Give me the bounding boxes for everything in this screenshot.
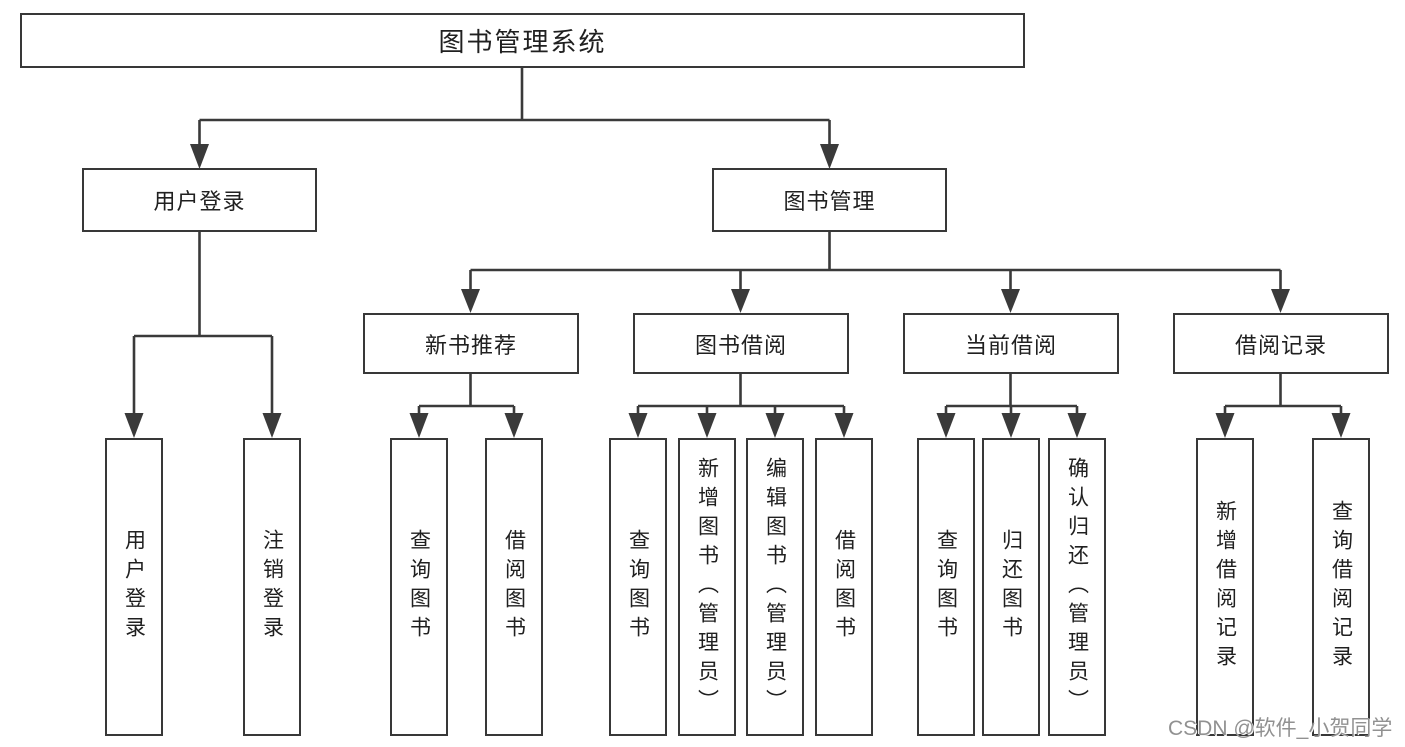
leaf-add-books-admin: 新增图书（管理员）	[678, 438, 736, 736]
arrowhead	[1001, 289, 1020, 313]
leaf-logout: 注销登录	[243, 438, 301, 736]
arrowhead	[124, 413, 144, 438]
node-borrow-records: 借阅记录	[1173, 313, 1389, 374]
connector-mgmt-to-level3	[461, 232, 1290, 313]
connector-root-to-level2	[190, 68, 839, 169]
connector-login-to-leaves	[124, 232, 282, 438]
node-user-login: 用户登录	[82, 168, 317, 232]
arrowhead	[936, 413, 956, 438]
leaf-newbook-borrow-books: 借阅图书	[485, 438, 543, 736]
leaf-confirm-return-admin: 确认归还（管理员）	[1048, 438, 1106, 736]
node-book-management: 图书管理	[712, 168, 947, 232]
arrowhead	[1271, 289, 1290, 313]
arrowhead	[262, 413, 282, 438]
leaf-return-books: 归还图书	[982, 438, 1040, 736]
leaf-query-borrow-record: 查询借阅记录	[1312, 438, 1370, 736]
arrowhead	[409, 413, 429, 438]
arrowhead	[628, 413, 648, 438]
arrowhead	[820, 144, 839, 169]
arrowhead	[461, 289, 480, 313]
node-new-book-recommend: 新书推荐	[363, 313, 579, 374]
arrowhead	[1331, 413, 1351, 438]
node-root: 图书管理系统	[20, 13, 1025, 68]
arrowhead	[1001, 413, 1021, 438]
arrowhead	[697, 413, 717, 438]
node-book-borrow: 图书借阅	[633, 313, 849, 374]
arrowhead	[765, 413, 785, 438]
arrowhead	[731, 289, 750, 313]
connector-newbook-to-leaves	[409, 374, 524, 438]
csdn-watermark: CSDN @软件_小贺同学	[1168, 717, 1393, 740]
leaf-edit-books-admin: 编辑图书（管理员）	[746, 438, 804, 736]
leaf-current-query-books: 查询图书	[917, 438, 975, 736]
arrowhead	[834, 413, 854, 438]
leaf-user-login: 用户登录	[105, 438, 163, 736]
leaf-add-borrow-record: 新增借阅记录	[1196, 438, 1254, 736]
arrowhead	[504, 413, 524, 438]
node-current-borrow: 当前借阅	[903, 313, 1119, 374]
connector-records-to-leaves	[1215, 374, 1351, 438]
arrowhead	[1067, 413, 1087, 438]
arrowhead	[1215, 413, 1235, 438]
leaf-borrow-books: 借阅图书	[815, 438, 873, 736]
arrowhead	[190, 144, 209, 169]
leaf-borrow-query-books: 查询图书	[609, 438, 667, 736]
connector-current-to-leaves	[936, 374, 1087, 438]
connector-borrow-to-leaves	[628, 374, 854, 438]
leaf-newbook-query-books: 查询图书	[390, 438, 448, 736]
